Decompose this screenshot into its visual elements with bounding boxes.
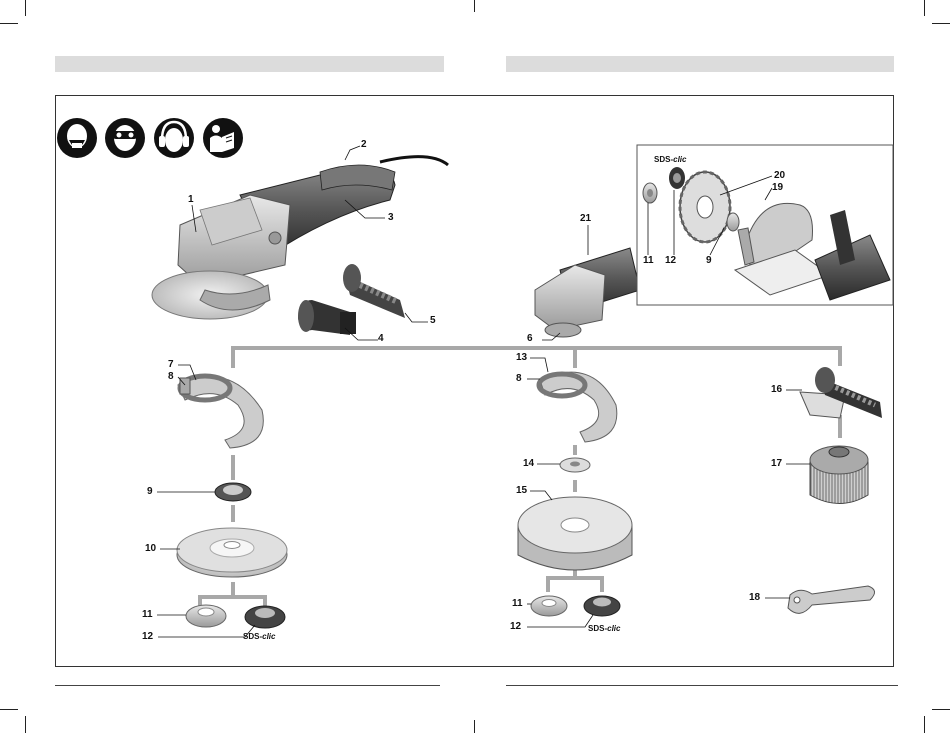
sds-prefix: SDS- (243, 632, 262, 641)
read-manual-icon (203, 118, 243, 158)
inset-nut-11 (643, 183, 657, 203)
label-10: 10 (145, 544, 156, 554)
label-13: 13 (516, 353, 527, 363)
protection-guard-7 (178, 376, 263, 448)
label-9b: 9 (706, 256, 712, 266)
label-8: 8 (168, 372, 174, 382)
clamping-nut-11 (186, 605, 226, 627)
label-7: 7 (168, 360, 174, 370)
sanding-drum-15 (518, 497, 632, 570)
hand-guard-handle-16 (800, 367, 882, 418)
side-handle-5 (343, 264, 405, 318)
sds-suffix: clic (262, 632, 275, 641)
protection-guard-13 (539, 372, 617, 442)
label-2: 2 (361, 140, 367, 150)
sds-suffix: clic (673, 155, 686, 164)
label-16: 16 (771, 385, 782, 395)
mounting-flange-9 (215, 483, 251, 501)
label-15: 15 (516, 486, 527, 496)
clamping-nut-11b (531, 596, 567, 616)
angle-grinder-center (535, 248, 640, 337)
sds-clic-label-center: SDS-clic (588, 624, 620, 633)
label-12b: 12 (510, 622, 521, 632)
label-6: 6 (527, 334, 533, 344)
sds-prefix: SDS- (588, 624, 607, 633)
label-19: 19 (772, 183, 783, 193)
respirator-mask-icon (57, 118, 97, 158)
label-5: 5 (430, 316, 436, 326)
two-pin-spanner-18 (788, 586, 875, 613)
sds-clic-label-inset: SDS-clic (654, 155, 686, 164)
sds-suffix: clic (607, 624, 620, 633)
mounting-flange-14 (560, 458, 590, 472)
label-17: 17 (771, 459, 782, 469)
sds-prefix: SDS- (654, 155, 673, 164)
label-11b: 11 (512, 599, 523, 609)
label-4: 4 (378, 334, 384, 344)
quick-clamping-nut-12 (245, 606, 285, 628)
ear-protection-icon (154, 118, 194, 158)
label-11c: 11 (643, 256, 654, 266)
inset-flange-9 (727, 213, 739, 231)
label-14: 14 (523, 459, 534, 469)
label-3: 3 (388, 213, 394, 223)
label-18: 18 (749, 593, 760, 603)
safety-goggles-icon (105, 118, 145, 158)
label-21: 21 (580, 214, 591, 224)
wire-cup-brush-17 (810, 446, 868, 504)
sds-clic-label-left: SDS-clic (243, 632, 275, 641)
label-9: 9 (147, 487, 153, 497)
angle-grinder-large (152, 157, 448, 319)
connector-lines (200, 346, 840, 607)
inset-nut-12 (669, 167, 685, 189)
grinding-disc-10 (177, 528, 287, 577)
label-8b: 8 (516, 374, 522, 384)
label-1: 1 (188, 195, 194, 205)
label-20: 20 (774, 171, 785, 181)
label-12c: 12 (665, 256, 676, 266)
label-11: 11 (142, 610, 153, 620)
label-12: 12 (142, 632, 153, 642)
quick-clamping-nut-12b (584, 596, 620, 616)
